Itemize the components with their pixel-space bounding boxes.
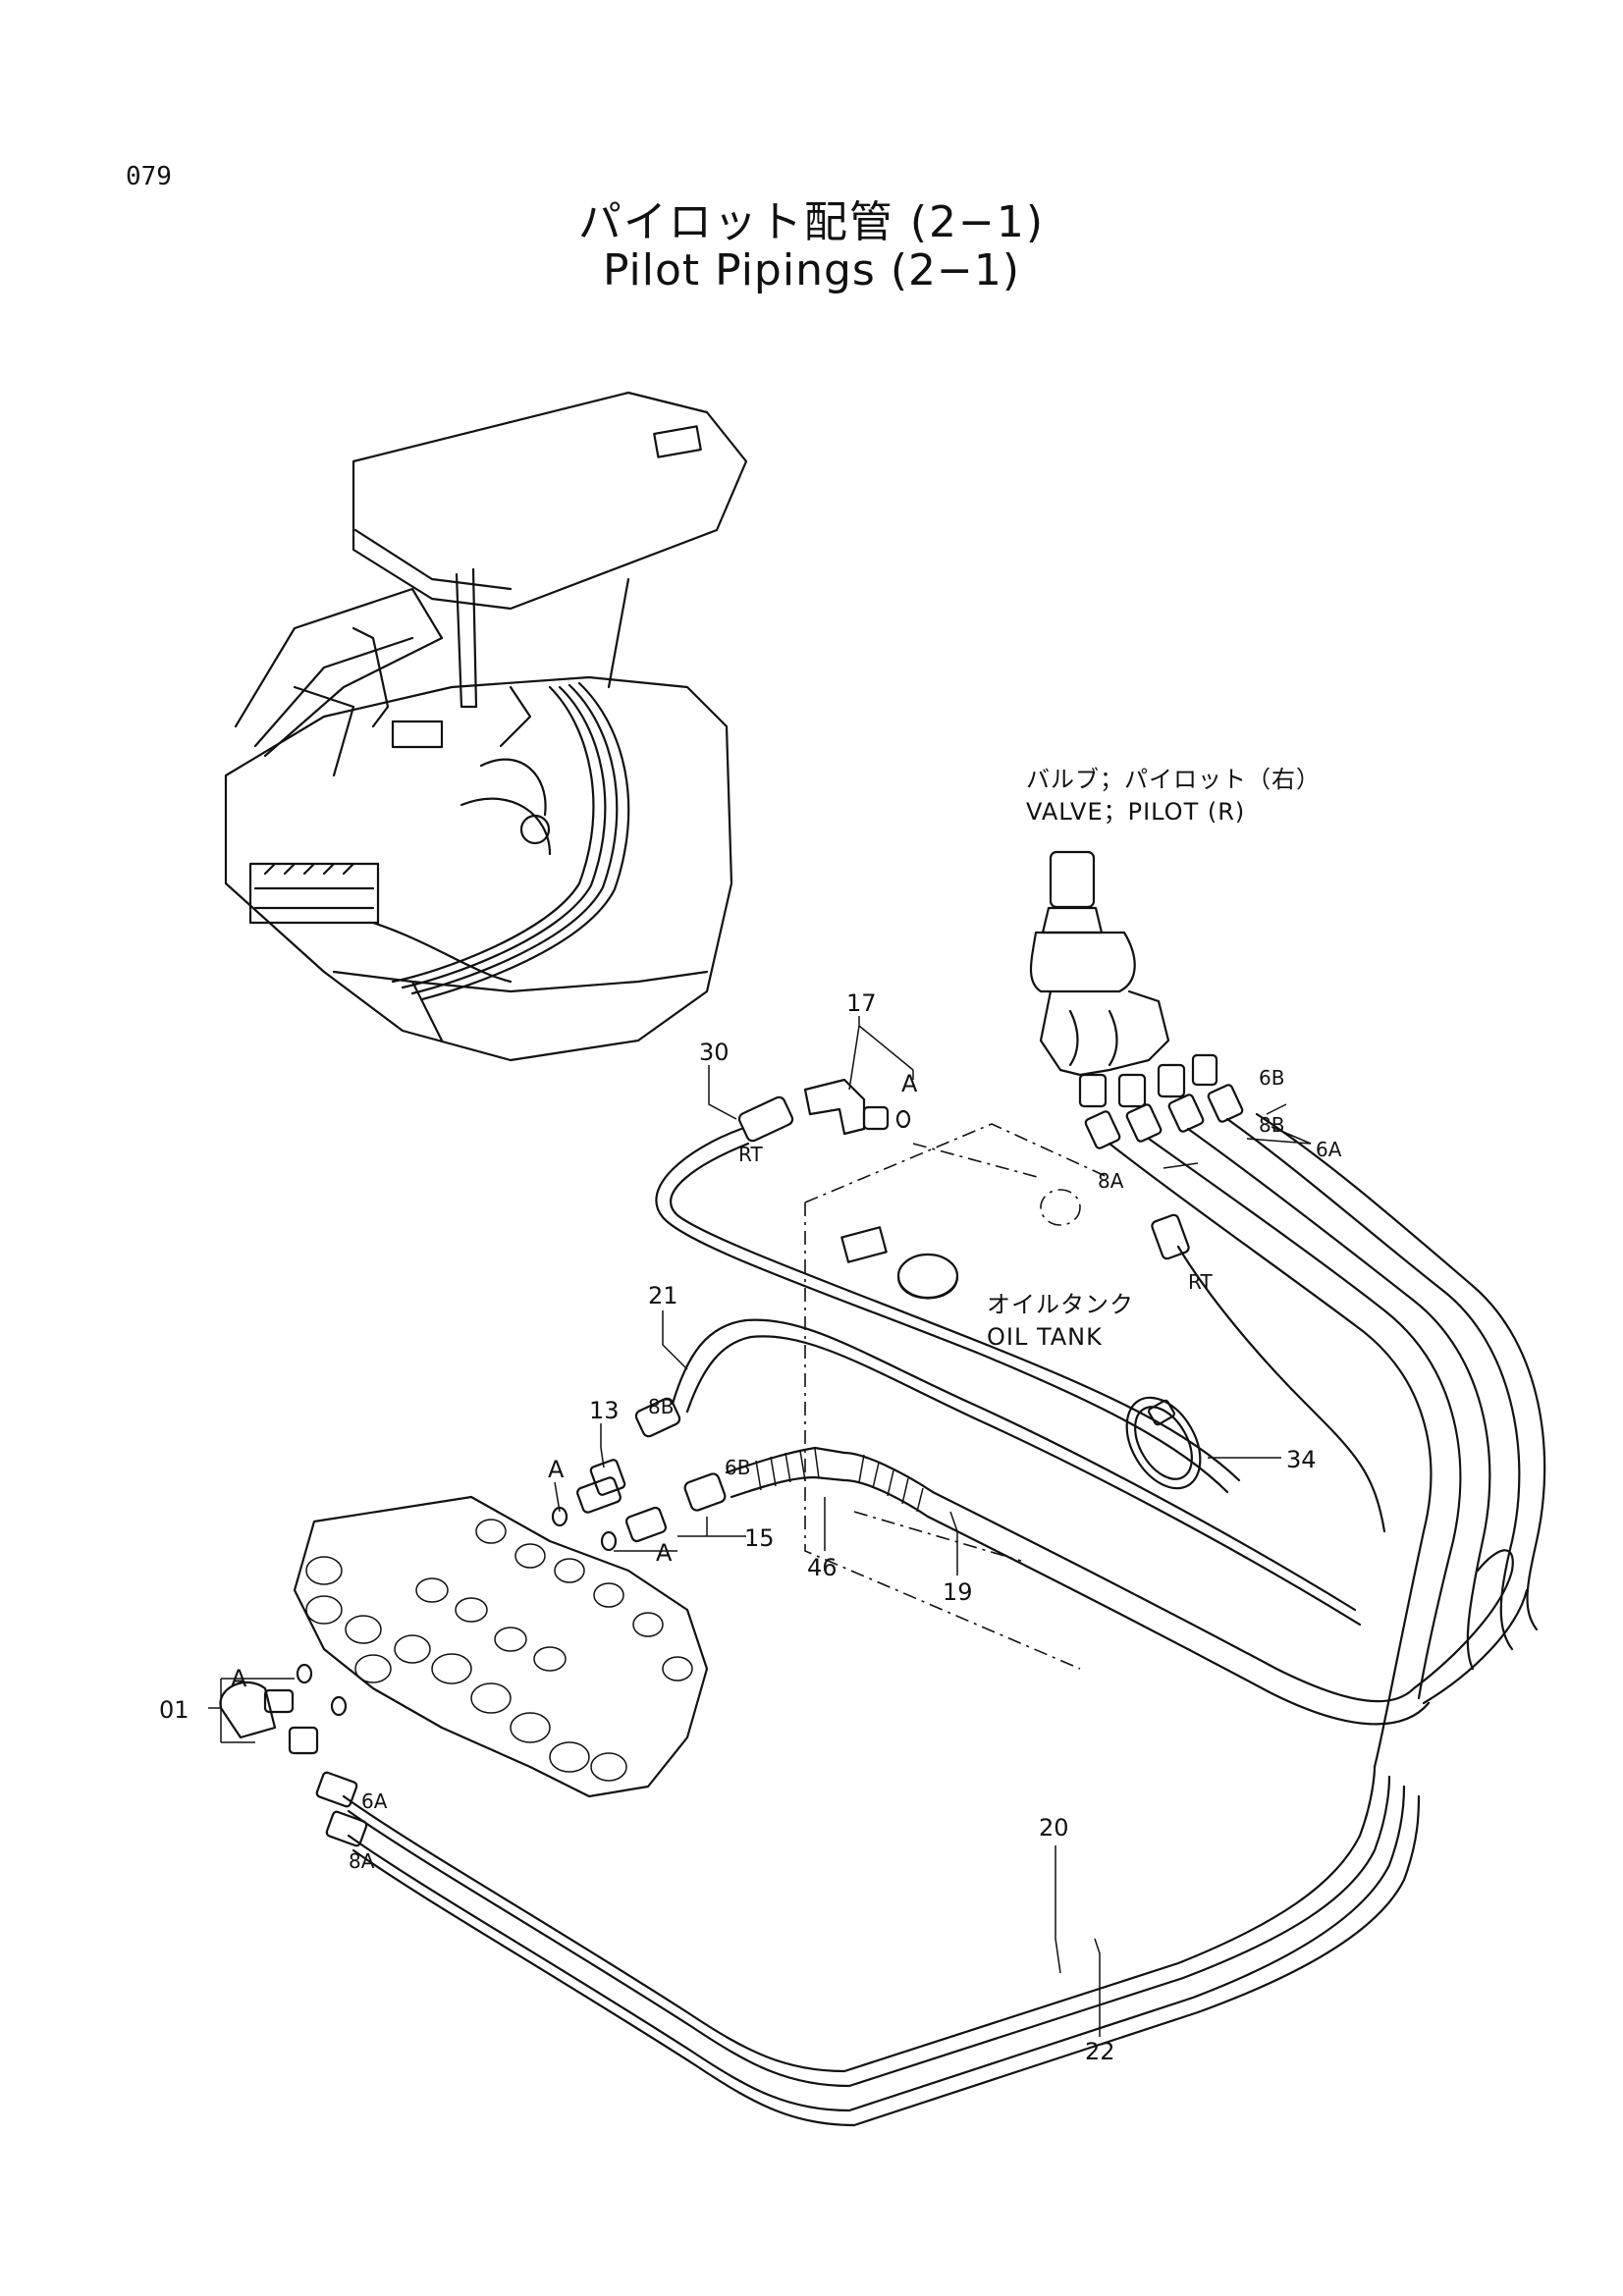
label-part-20: 20 bbox=[1039, 1814, 1069, 1842]
pilot-valve-right bbox=[1029, 850, 1244, 1260]
label-port-6b-valve: 6B bbox=[1259, 1066, 1284, 1090]
label-part-15: 15 bbox=[744, 1524, 775, 1552]
label-part-46: 46 bbox=[807, 1554, 838, 1581]
label-ref-a-01: A bbox=[231, 1665, 247, 1692]
label-port-6b-46: 6B bbox=[725, 1456, 750, 1479]
label-port-6a-bottom: 6A bbox=[361, 1789, 388, 1813]
page-title-english: Pilot Pipings (2−1) bbox=[602, 245, 1021, 295]
label-port-rt-valve: RT bbox=[1188, 1270, 1213, 1294]
fittings-middle bbox=[551, 1078, 935, 1552]
label-ref-a-13: A bbox=[548, 1456, 565, 1483]
label-part-17: 17 bbox=[846, 989, 877, 1017]
label-part-30: 30 bbox=[699, 1039, 730, 1066]
callout-valve-english: VALVE；PILOT (R) bbox=[1026, 798, 1245, 826]
pilot-hoses bbox=[342, 1112, 1546, 2127]
label-part-34: 34 bbox=[1286, 1446, 1317, 1473]
label-ref-a-15: A bbox=[656, 1539, 673, 1567]
label-port-6a-valve: 6A bbox=[1316, 1138, 1342, 1161]
label-port-8a-valve: 8A bbox=[1098, 1169, 1124, 1193]
component-callouts: バルブ；パイロット（右） VALVE；PILOT (R) オイルタンク OIL … bbox=[987, 766, 1321, 1351]
callout-valve-japanese: バルブ；パイロット（右） bbox=[1026, 766, 1321, 793]
label-port-8b-21: 8B bbox=[648, 1395, 674, 1418]
leader-lines bbox=[208, 1016, 1312, 2037]
page-title-japanese: パイロット配管 (2−1) bbox=[577, 197, 1046, 247]
label-port-8a-bottom: 8A bbox=[349, 1849, 375, 1873]
label-part-22: 22 bbox=[1085, 2038, 1115, 2065]
label-port-8b-valve: 8B bbox=[1259, 1113, 1284, 1137]
label-ref-a-17: A bbox=[901, 1070, 918, 1097]
label-part-13: 13 bbox=[589, 1397, 620, 1424]
operator-seat-illustration bbox=[224, 391, 748, 1062]
part-labels: 17 30 21 13 15 46 19 34 01 20 22 A A A A… bbox=[159, 989, 1342, 2065]
oil-tank-outline bbox=[804, 1123, 1110, 1670]
page-number: 079 bbox=[126, 162, 172, 191]
label-port-rt-30: RT bbox=[738, 1143, 763, 1166]
callout-tank-japanese: オイルタンク bbox=[987, 1291, 1134, 1318]
label-part-01: 01 bbox=[159, 1696, 189, 1724]
label-part-21: 21 bbox=[648, 1282, 678, 1309]
callout-tank-english: OIL TANK bbox=[987, 1323, 1103, 1351]
label-part-19: 19 bbox=[943, 1578, 973, 1606]
control-valve-block bbox=[219, 1495, 709, 1847]
